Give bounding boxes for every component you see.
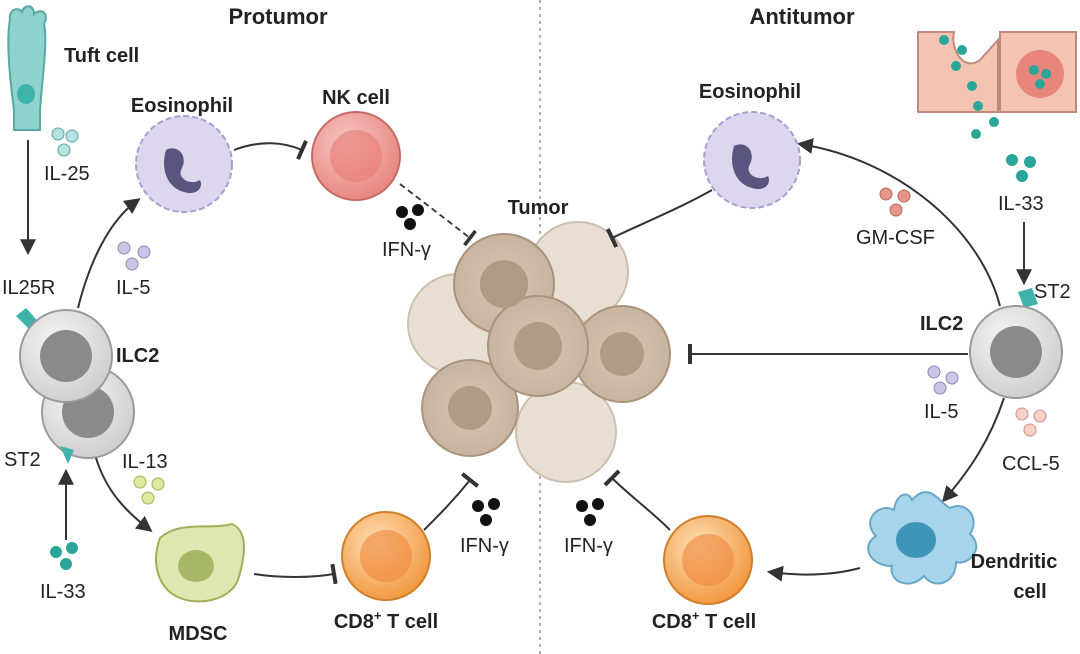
il13-label: IL-13 (122, 451, 168, 473)
ifn-bottom-right-label: IFN-γ (564, 535, 613, 557)
cd8-right-text: CD8 (652, 611, 692, 633)
cd8-right-label: CD8+ T cell (652, 608, 756, 633)
arrow-dendritic-to-cd8 (766, 565, 861, 582)
ifn-bottom-right-dots (576, 498, 604, 526)
cd8-right-sup: + (692, 608, 700, 623)
il25r-label: IL25R (2, 277, 55, 299)
arrow-ilc2-to-mdsc (95, 457, 153, 532)
ilc2-right-label: ILC2 (920, 313, 963, 335)
nk-cell-label: NK cell (322, 87, 390, 109)
tuft-cell-label: Tuft cell (64, 45, 139, 67)
dendritic-label-2: cell (1013, 581, 1046, 603)
tuft-cell (7, 5, 47, 131)
eosinophil-left-label: Eosinophil (131, 95, 233, 117)
eosinophil-right (703, 111, 801, 209)
heading-antitumor: Antitumor (749, 4, 855, 29)
mdsc-label: MDSC (169, 623, 228, 645)
il5-left-label: IL-5 (116, 277, 150, 299)
inhibit-nk-to-tumor (399, 183, 477, 247)
il33-right-label: IL-33 (998, 193, 1044, 215)
st2-right-label: ST2 (1034, 281, 1071, 303)
cd8-right-suffix: T cell (699, 611, 756, 633)
il25-dots (51, 127, 79, 157)
heading-protumor: Protumor (229, 4, 328, 29)
ilc2-cell-left (16, 308, 135, 464)
dendritic-cell (867, 491, 978, 585)
mdsc-cell (155, 522, 245, 603)
ccl5-dots (1015, 407, 1047, 437)
cd8-left-suffix: T cell (381, 611, 438, 633)
cd8-tcell-left (341, 511, 431, 601)
il5-left-dots (117, 241, 151, 271)
cd8-left-label: CD8+ T cell (334, 608, 438, 633)
inhibit-eosinophil-right-to-tumor (605, 189, 713, 248)
il33-left-dots (50, 542, 78, 570)
inhibit-cd8-left-to-tumor (423, 472, 480, 531)
tumor-cluster (407, 221, 671, 483)
nk-cell (311, 111, 401, 201)
eosinophil-left (135, 115, 233, 213)
il25-label: IL-25 (44, 163, 90, 185)
tumor-label: Tumor (508, 197, 569, 219)
ifn-bottom-left-dots (472, 498, 500, 526)
gmcsf-dots (879, 187, 911, 217)
arrow-ilc2-to-dendritic (941, 397, 1005, 503)
arrow-ilc2-to-eosinophil (796, 138, 1001, 307)
inhibit-cd8-right-to-tumor (603, 469, 671, 531)
st2-left-label: ST2 (4, 449, 41, 471)
il13-dots (133, 475, 165, 505)
ifn-top-label: IFN-γ (382, 239, 431, 261)
cd8-tcell-right (663, 515, 753, 605)
cd8-left-text: CD8 (334, 611, 374, 633)
ifn-top-dots (396, 204, 424, 230)
il5-right-dots (927, 365, 959, 395)
inhibit-eosinophil-to-nk (233, 140, 308, 160)
dendritic-label-1: Dendritic (971, 551, 1058, 573)
inhibit-mdsc-to-cd8 (253, 563, 338, 585)
ifn-bottom-left-label: IFN-γ (460, 535, 509, 557)
ilc2-left-label: ILC2 (116, 345, 159, 367)
arrow-ilc2-to-eosinophil (77, 198, 141, 309)
gmcsf-label: GM-CSF (856, 227, 935, 249)
cd8-left-sup: + (374, 608, 382, 623)
ilc2-cell-right (969, 288, 1063, 399)
eosinophil-right-label: Eosinophil (699, 81, 801, 103)
il33-left-label: IL-33 (40, 581, 86, 603)
il5-right-label: IL-5 (924, 401, 958, 423)
epithelium-cells (917, 31, 1077, 113)
ccl5-label: CCL-5 (1002, 453, 1060, 475)
il33-right-dots (939, 35, 1036, 182)
